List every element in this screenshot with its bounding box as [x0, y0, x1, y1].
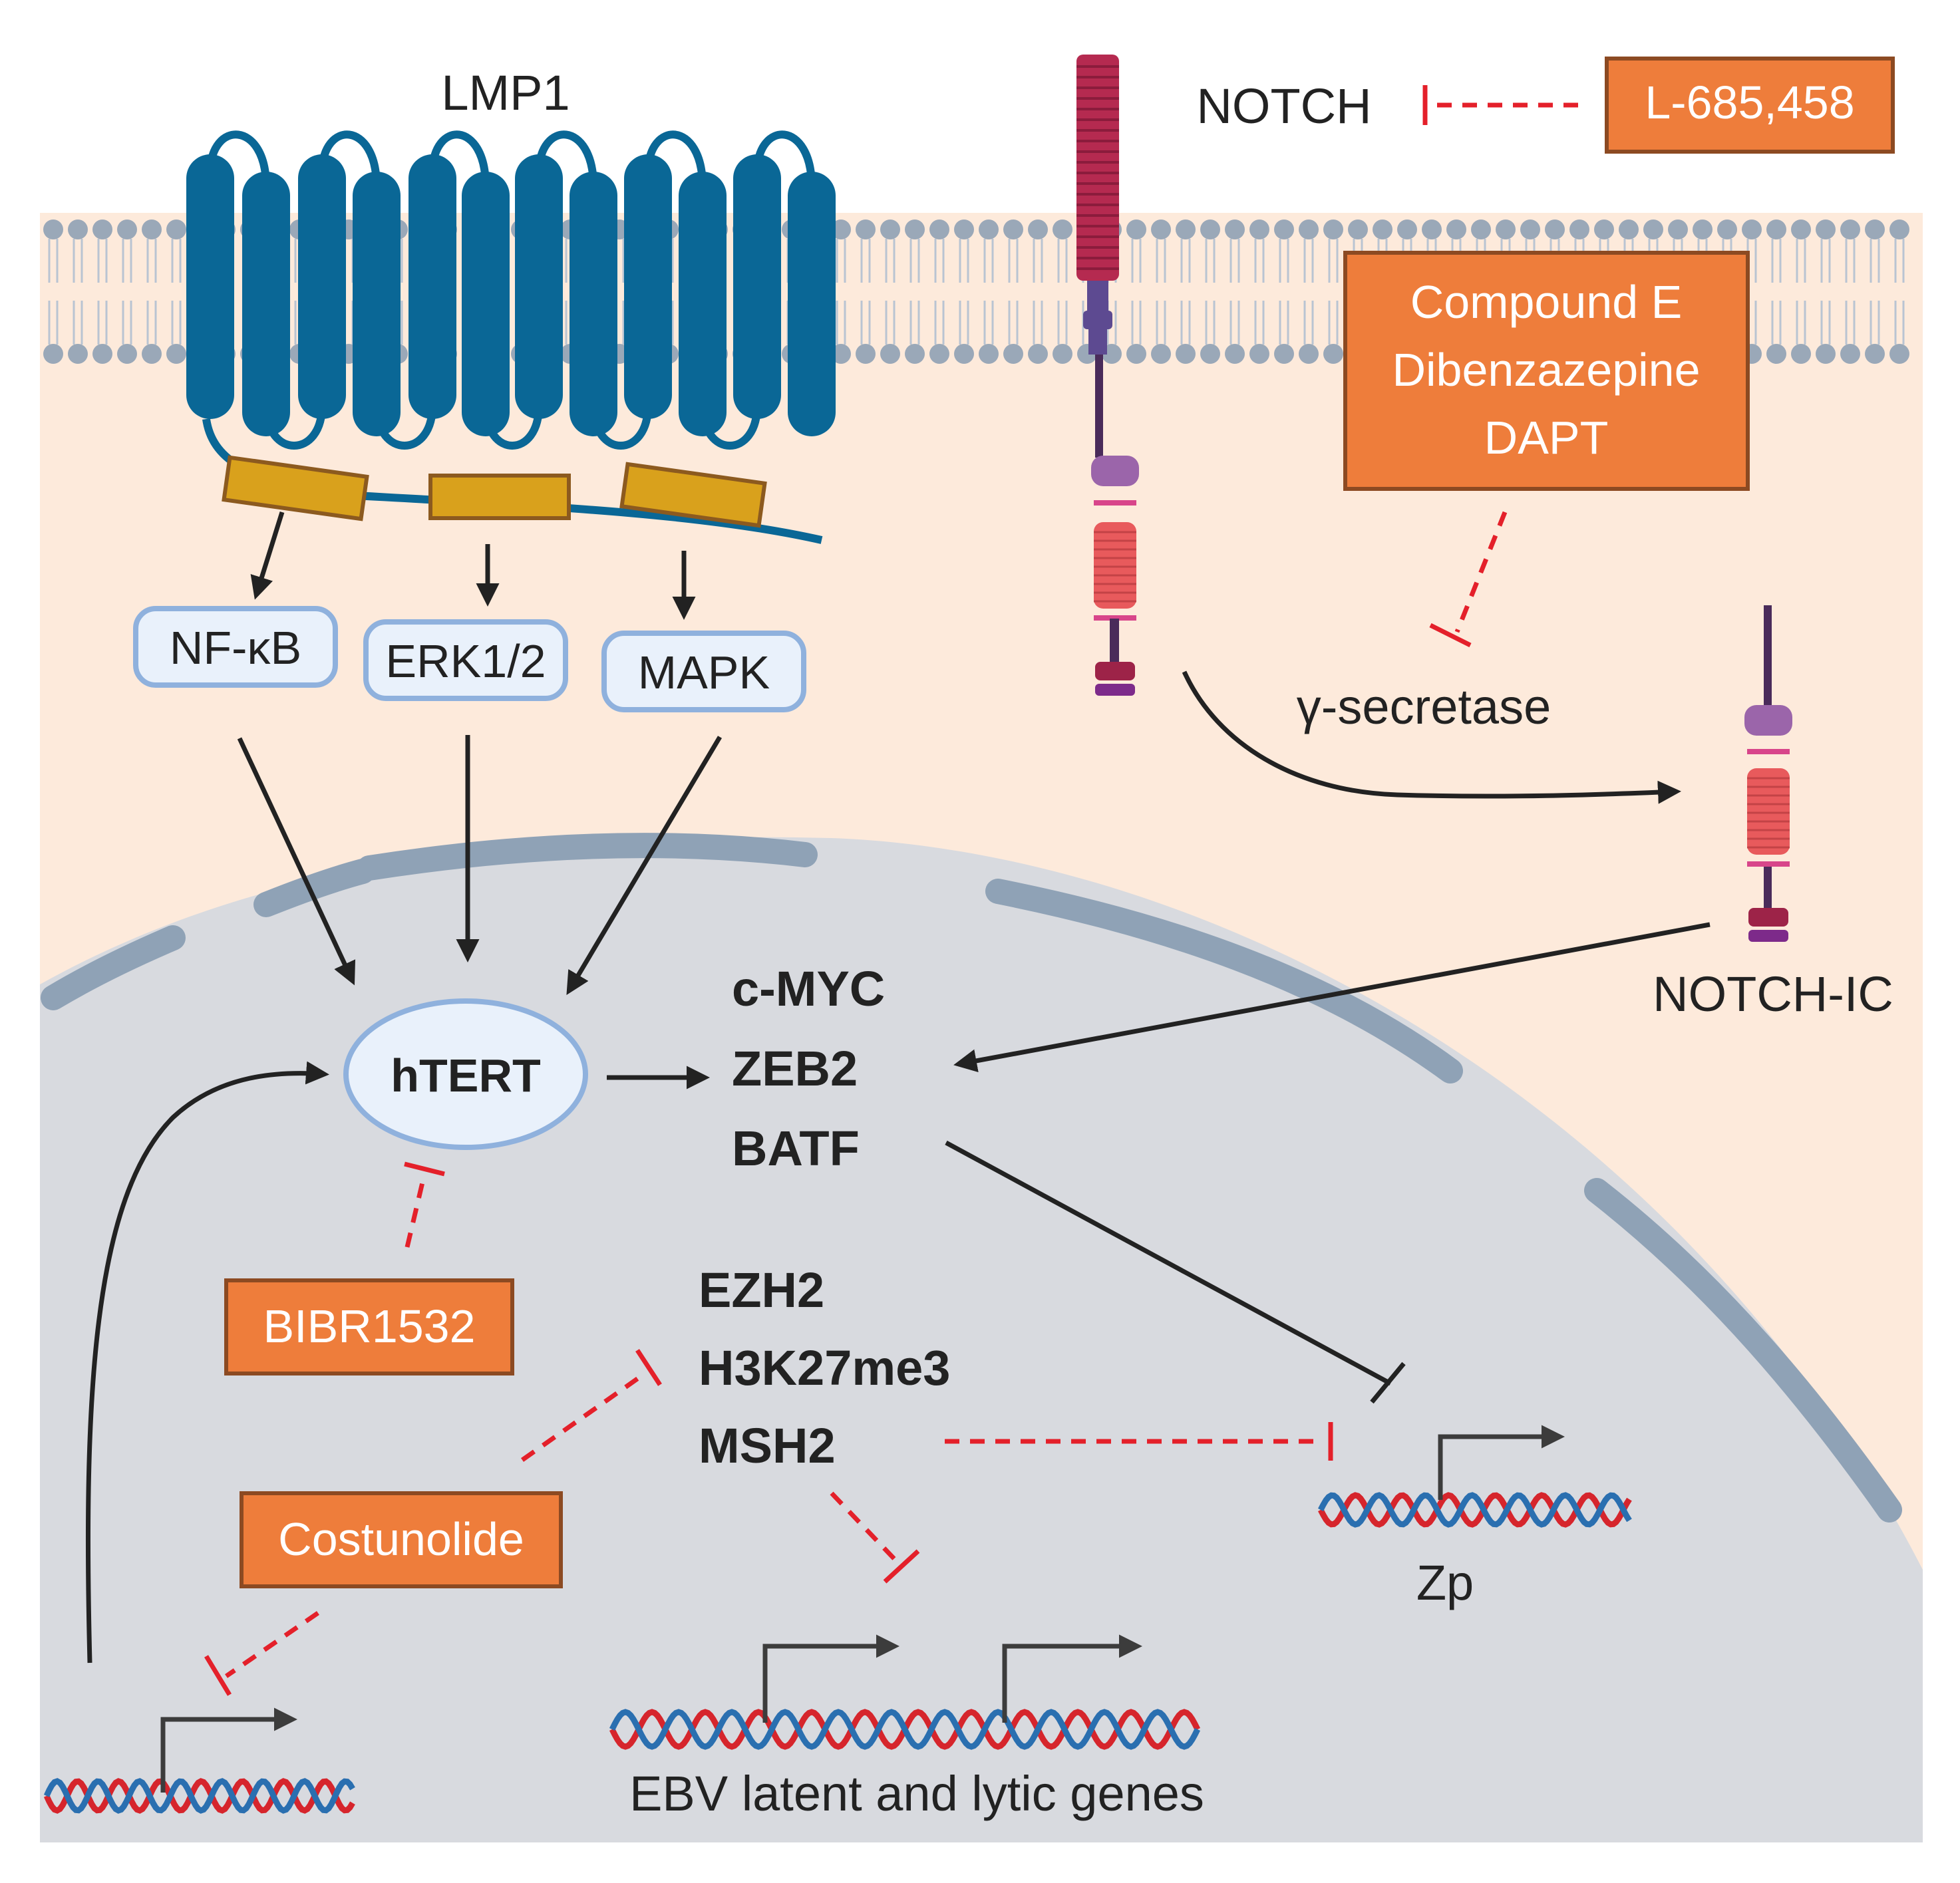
dibenzazepine-label: Dibenzazepine [1392, 344, 1700, 396]
bibr-box: BIBR1532 [224, 1278, 514, 1376]
gamma-inhibition [1429, 511, 1508, 648]
target-cmyc: c-MYC [732, 961, 885, 1016]
targets-group-2: EZH2 H3K27me3 MSH2 [699, 1262, 950, 1473]
lmp1-helix [679, 172, 727, 436]
lmp1-helix [624, 154, 672, 419]
lmp1-helix [186, 154, 234, 419]
lmp1-helix [408, 154, 456, 419]
ebv-genes-dna [609, 1709, 1201, 1750]
lmp1-helix [242, 172, 290, 436]
erk-label: ERK1/2 [385, 635, 546, 687]
lmp1-helix [353, 172, 401, 436]
batf-inhibits-zp [945, 1140, 1406, 1404]
lmp1-helix [515, 154, 563, 419]
notch-ic-fragment [1744, 605, 1792, 942]
zp-promoter-arrow [1438, 1425, 1565, 1500]
costunolide-inhibits-targets [520, 1349, 662, 1462]
lmp1-helix [462, 172, 510, 436]
lmp1-helix [298, 154, 346, 419]
lmp1-helix [570, 172, 617, 436]
ebv-promoter-arrow-1 [762, 1634, 899, 1723]
costunolide-inhibits-htert-gene [204, 1611, 319, 1696]
costunolide-label: Costunolide [278, 1513, 524, 1565]
msh2-inhibits-ebv-genes [830, 1491, 920, 1584]
nfkb-label: NF-κB [170, 622, 301, 674]
nfkb-box: NF-κB [133, 606, 338, 688]
lmp1-helix [733, 154, 781, 419]
ctar1-domain [222, 455, 369, 521]
feedback-arrow [85, 1061, 329, 1664]
l685-label: L-685,458 [1645, 76, 1854, 128]
target-msh2: MSH2 [699, 1418, 836, 1473]
ctar2-domain [428, 474, 571, 520]
lmp1-protein [186, 130, 836, 544]
zp-label: Zp [1416, 1555, 1474, 1610]
htert-node: hTERT [343, 998, 588, 1150]
gamma-secretase-label: γ-secretase [1297, 679, 1551, 734]
target-h3k27me3: H3K27me3 [699, 1340, 950, 1395]
htert-promoter-arrow [160, 1707, 297, 1793]
l685-inhibition [1422, 85, 1578, 125]
lmp1-label: LMP1 [441, 65, 570, 120]
mapk-label: MAPK [638, 647, 770, 698]
notch-receptor [1076, 55, 1139, 696]
notch-label: NOTCH [1196, 78, 1371, 134]
htert-label: hTERT [391, 1050, 541, 1101]
mapk-box: MAPK [601, 631, 806, 712]
compound-e-label: Compound E [1410, 276, 1683, 328]
erk-box: ERK1/2 [363, 619, 568, 701]
bibr-inhibition [404, 1161, 445, 1248]
ebv-genes-label: EBV latent and lytic genes [629, 1766, 1204, 1821]
target-ezh2: EZH2 [699, 1262, 824, 1318]
target-batf: BATF [732, 1121, 860, 1176]
target-zeb2: ZEB2 [732, 1041, 858, 1096]
nuclear-envelope [41, 833, 1902, 1522]
costunolide-box: Costunolide [240, 1491, 563, 1588]
bibr-label: BIBR1532 [263, 1300, 475, 1352]
l685-box: L-685,458 [1605, 57, 1895, 154]
zp-dna [1318, 1492, 1632, 1528]
targets-group-1: c-MYC ZEB2 BATF [732, 961, 885, 1176]
ebv-promoter-arrow-2 [1002, 1634, 1142, 1723]
htert-gene-dna [43, 1778, 355, 1814]
kinase-to-htert-arrows [237, 735, 723, 996]
promoter-arrows [160, 1425, 1565, 1793]
ctar-arrows [250, 511, 696, 620]
msh2-inhibits-zp [945, 1422, 1333, 1461]
notch-ic-label: NOTCH-IC [1653, 966, 1893, 1022]
dapt-label: DAPT [1484, 412, 1609, 464]
lmp1-helix [788, 172, 836, 436]
cleavage-arrow [1182, 670, 1681, 804]
notchic-to-targets-arrow [953, 922, 1711, 1073]
gamma-inhibitors-box: Compound E Dibenzazepine DAPT [1343, 251, 1750, 491]
ctar3-domain [619, 462, 767, 528]
